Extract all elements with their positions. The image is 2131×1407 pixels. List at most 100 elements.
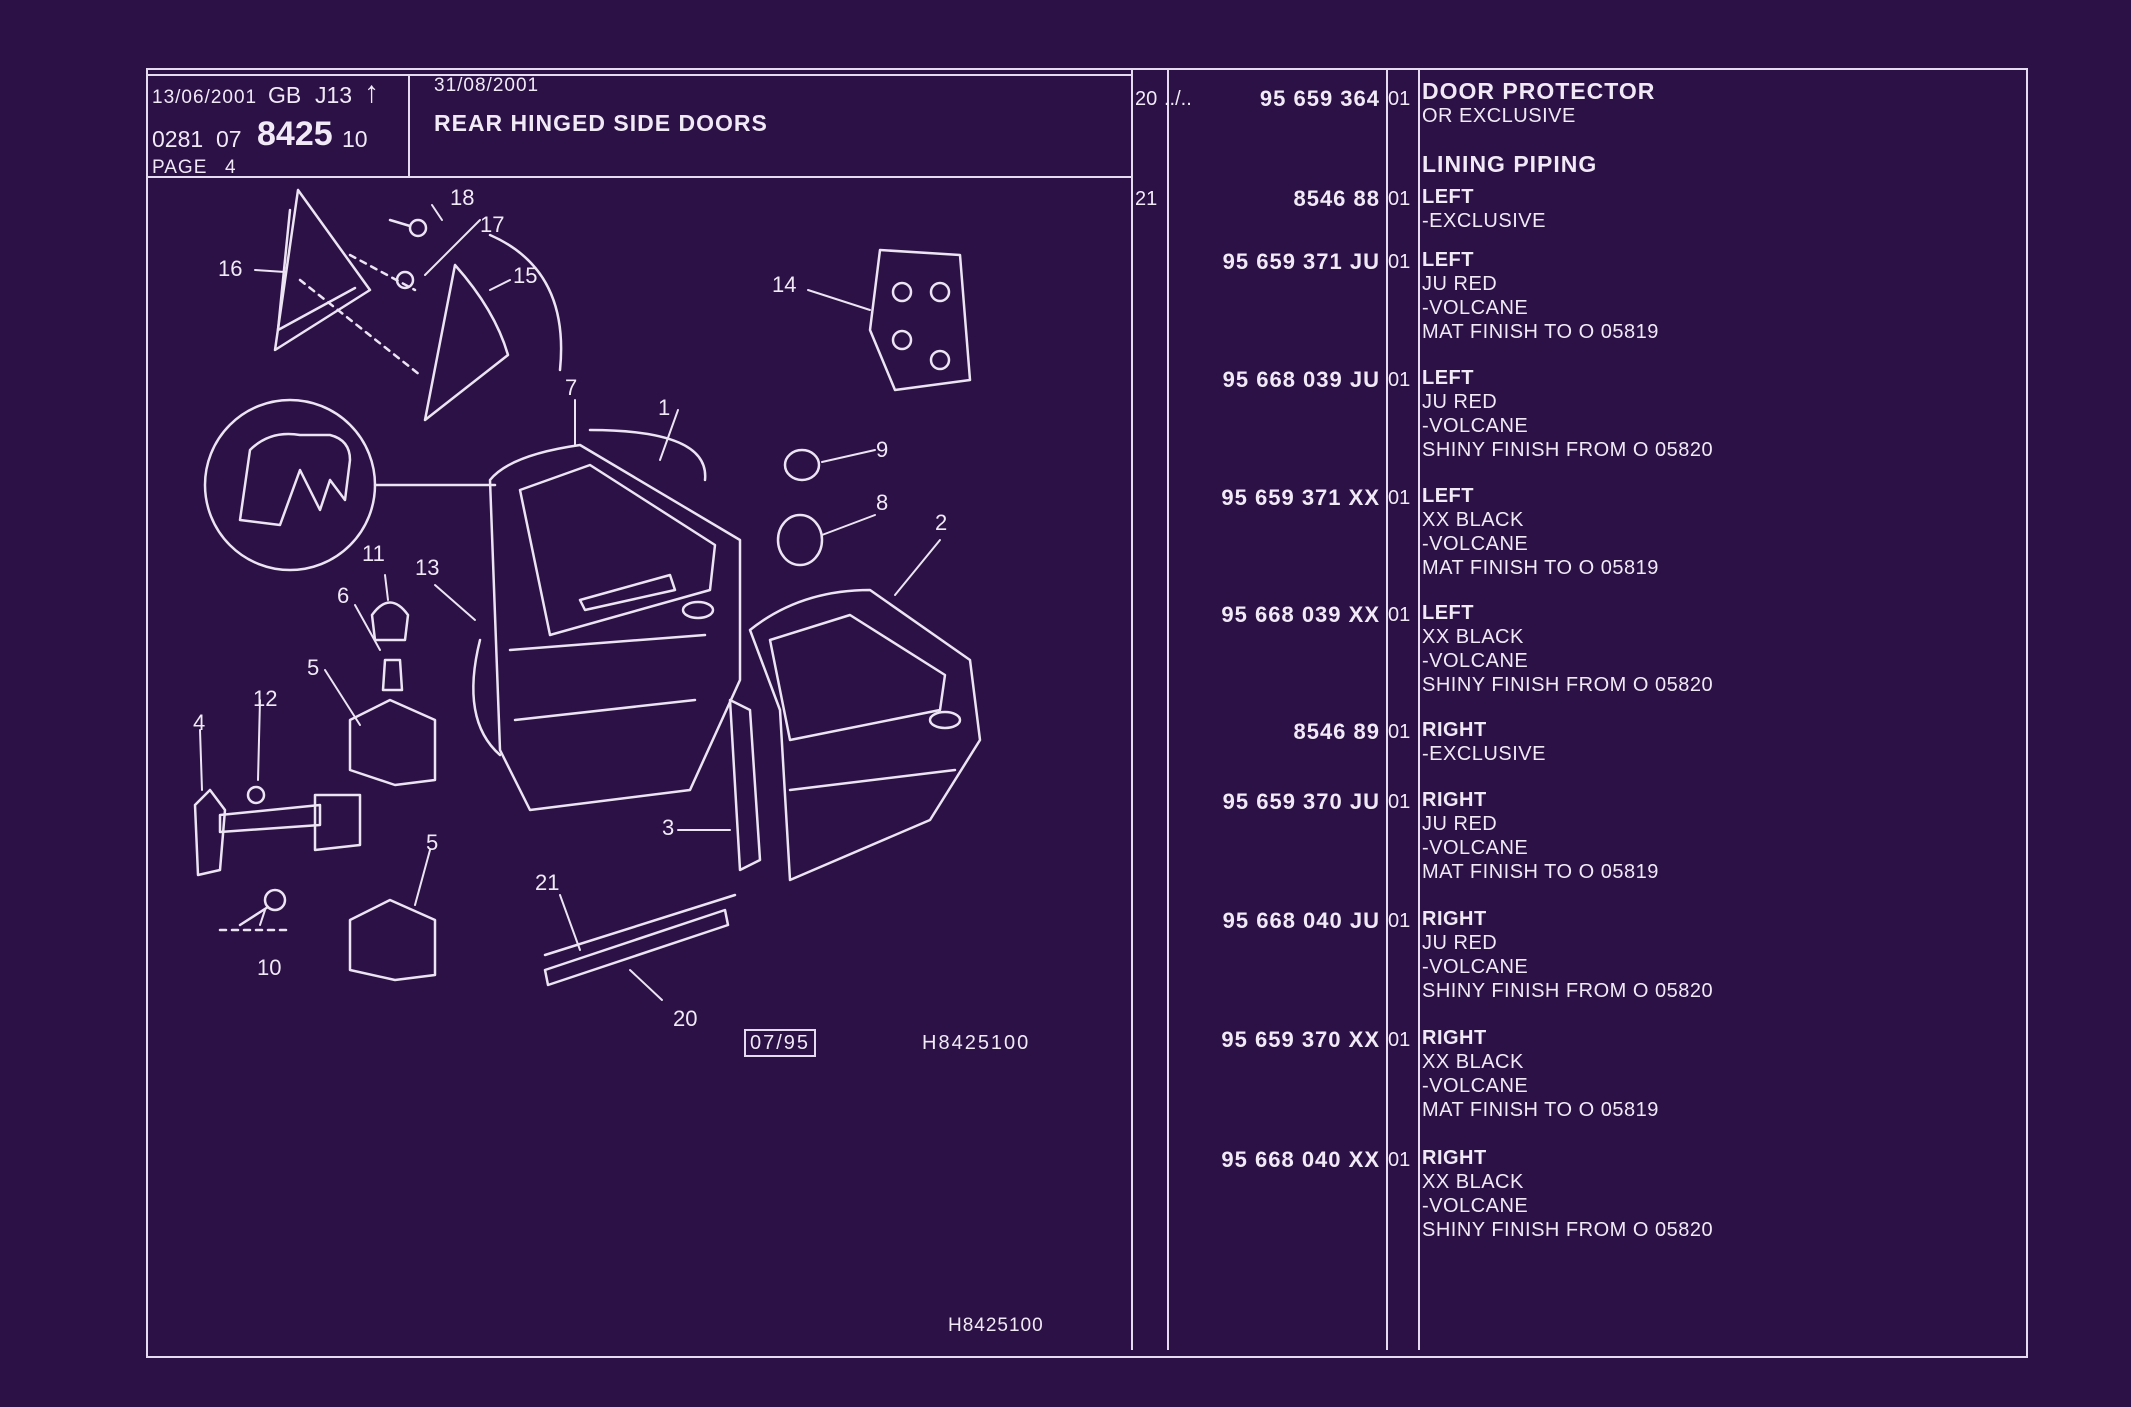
callout-label: 8 [876, 490, 888, 515]
buffer-stud [381, 658, 404, 692]
callout-label: 4 [193, 710, 205, 735]
callout-label: 11 [362, 541, 385, 566]
part-description-line: RIGHT [1422, 719, 1487, 741]
part-number: 95 659 371 XX [1221, 485, 1380, 510]
callout-label: 14 [772, 272, 796, 297]
callout-label: 7 [565, 375, 577, 400]
part-description-line: -EXCLUSIVE [1422, 743, 1546, 765]
part-description-line: XX BLACK [1422, 1171, 1524, 1193]
part-description-line: SHINY FINISH FROM O 05820 [1422, 439, 1714, 461]
exploded-view-diagram: 18 17 16 15 14 7 1 9 8 2 11 13 6 5 12 4 … [193, 185, 982, 1031]
part-description-line: SHINY FINISH FROM O 05820 [1422, 1219, 1714, 1241]
part-quantity: 01 [1388, 88, 1411, 110]
door-hinge-lower [348, 898, 437, 982]
header-date2: 31/08/2001 [434, 75, 540, 96]
header-date1: 13/06/2001 [152, 87, 258, 108]
part-description-line: MAT FINISH TO O 05819 [1422, 557, 1659, 579]
part-description-line: JU RED [1422, 932, 1498, 954]
header-ref-suffix: 10 [342, 126, 368, 152]
part-number: 8546 88 [1293, 186, 1380, 211]
nut-icon [246, 785, 266, 805]
column-rule-qty-left [1386, 68, 1388, 1350]
bolt-icon [238, 888, 287, 927]
callout-label: 5 [307, 655, 319, 680]
header-divider [408, 74, 410, 178]
part-continued-marker: ../.. [1164, 88, 1192, 110]
part-quantity: 01 [1388, 188, 1411, 210]
screw-icon [388, 218, 428, 238]
rear-door-shell [472, 428, 742, 812]
callout-label: 16 [218, 256, 242, 281]
part-description-line: -EXCLUSIVE [1422, 210, 1546, 232]
part-description-line: MAT FINISH TO O 05819 [1422, 861, 1659, 883]
callout-labels: 18 17 16 15 14 7 1 9 8 2 11 13 6 5 12 4 … [193, 185, 947, 1031]
part-description-line: LEFT [1422, 186, 1474, 208]
part-quantity: 01 [1388, 1029, 1411, 1051]
header-catalog: GB [268, 82, 302, 108]
callout-label: 5 [426, 830, 438, 855]
part-number: 95 659 370 XX [1221, 1027, 1380, 1052]
lining-piping [543, 893, 737, 957]
part-description-line: LEFT [1422, 249, 1474, 271]
quarter-glass [423, 263, 510, 422]
door-protector-strip [543, 908, 730, 987]
grommet-small [783, 448, 821, 482]
header-ref-group: 07 [216, 126, 242, 152]
part-ref-number: 20 [1135, 88, 1158, 110]
part-number: 95 659 364 [1259, 86, 1380, 111]
callout-label: 3 [662, 815, 674, 840]
arrow-up-icon: ↑ [364, 76, 379, 109]
part-description-line: -VOLCANE [1422, 1195, 1529, 1217]
door-hinge-upper [348, 698, 437, 787]
part-description-line: -VOLCANE [1422, 297, 1529, 319]
column-rule-qty-right [1418, 68, 1420, 1350]
callout-label: 9 [876, 437, 888, 462]
part-ref-number: 21 [1135, 188, 1158, 210]
part-description-line: LEFT [1422, 602, 1474, 624]
part-description-line: DOOR PROTECTOR [1422, 78, 1656, 104]
part-group-heading: LINING PIPING [1422, 151, 1598, 177]
callout-label: 17 [480, 212, 504, 237]
callout-label: 13 [415, 555, 439, 580]
part-description-line: -VOLCANE [1422, 837, 1529, 859]
callout-label: 2 [935, 510, 947, 535]
part-description-line: XX BLACK [1422, 1051, 1524, 1073]
header-bottom-rule [146, 176, 1131, 178]
catalog-frame [146, 68, 2028, 1358]
callout-label: 10 [257, 955, 281, 980]
hinge-bracket [868, 248, 972, 392]
rear-door-outer-panel [748, 588, 982, 882]
part-number: 8546 89 [1293, 719, 1380, 744]
part-description-line: XX BLACK [1422, 626, 1524, 648]
part-description-line: JU RED [1422, 391, 1498, 413]
part-description-line: JU RED [1422, 273, 1498, 295]
header-top-rule [146, 74, 1131, 76]
part-number: 95 668 040 JU [1222, 908, 1380, 933]
callout-label: 12 [253, 686, 277, 711]
part-description-line: RIGHT [1422, 908, 1487, 930]
part-description-line: -VOLCANE [1422, 533, 1529, 555]
quarter-glass-frame [273, 188, 422, 377]
header-ref-main: 8425 [257, 115, 333, 153]
header-page-number: 4 [225, 157, 237, 178]
column-rule-ref [1167, 68, 1169, 1350]
page-title: REAR HINGED SIDE DOORS [434, 110, 768, 136]
seal-profile-detail [203, 398, 497, 572]
part-description-line: -VOLCANE [1422, 415, 1529, 437]
part-description-line: JU RED [1422, 813, 1498, 835]
part-number: 95 668 039 JU [1222, 367, 1380, 392]
part-description-line: SHINY FINISH FROM O 05820 [1422, 674, 1714, 696]
footer-drawing-code: H8425100 [948, 1315, 1044, 1336]
part-quantity: 01 [1388, 1149, 1411, 1171]
callout-label: 6 [337, 583, 349, 608]
part-quantity: 01 [1388, 604, 1411, 626]
door-check-strap [193, 788, 362, 932]
date-box: 07/95 [744, 1029, 817, 1057]
door-strip [728, 698, 762, 872]
part-description-line: OR EXCLUSIVE [1422, 105, 1576, 127]
grommet-large [776, 513, 824, 567]
part-quantity: 01 [1388, 910, 1411, 932]
part-description-line: -VOLCANE [1422, 650, 1529, 672]
part-description-line: MAT FINISH TO O 05819 [1422, 1099, 1659, 1121]
part-quantity: 01 [1388, 251, 1411, 273]
